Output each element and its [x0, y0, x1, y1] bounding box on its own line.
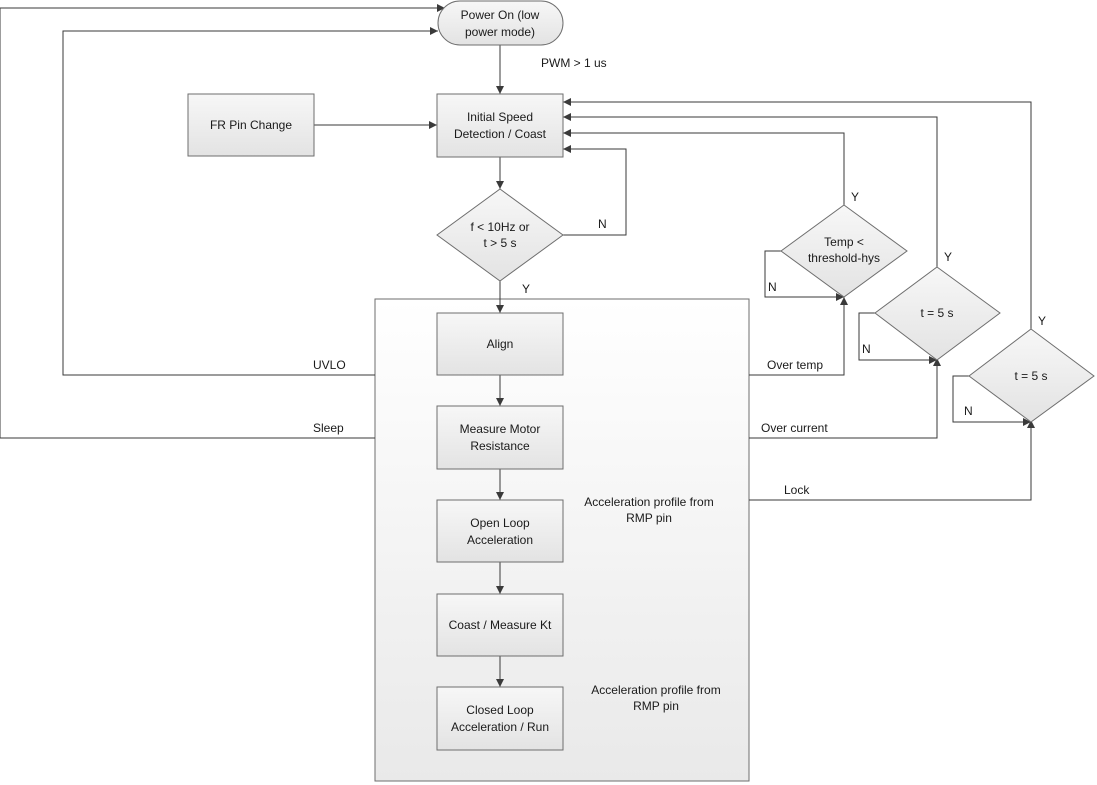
lock-timer-node: t = 5 s — [968, 328, 1095, 423]
power-on-line-2: power mode) — [465, 25, 535, 39]
edge-over-current — [749, 358, 941, 439]
open-loop-line-2: Acceleration — [467, 533, 533, 547]
fr-pin-change-label: FR Pin Change — [210, 118, 292, 132]
temp-decision-node: Temp < threshold-hys — [780, 204, 908, 298]
rmp-note-1-line-2: RMP pin — [626, 511, 672, 525]
edge-oc-no — [858, 312, 937, 364]
overcurrent-timer-node: t = 5 s — [874, 266, 1001, 361]
label-temp-no: N — [768, 280, 777, 294]
edge-lock — [749, 420, 1035, 501]
power-on-node: Power On (low power mode) — [437, 0, 564, 46]
closed-loop-node: Closed Loop Acceleration / Run — [436, 686, 564, 751]
label-lock: Lock — [784, 483, 810, 497]
connectors — [0, 4, 1035, 687]
temp-decision-line-1: Temp < — [824, 235, 864, 249]
freq-decision-line-2: t > 5 s — [483, 236, 516, 250]
rmp-note-2-line-1: Acceleration profile from — [591, 683, 720, 697]
freq-decision-line-1: f < 10Hz or — [470, 220, 529, 234]
overcurrent-timer-label: t = 5 s — [920, 306, 953, 320]
edge-temp-yes — [563, 129, 845, 205]
edge-temp-no — [764, 250, 844, 301]
edge-lock-no — [952, 375, 1031, 426]
temp-decision-line-2: threshold-hys — [808, 251, 880, 265]
edge-sleep — [0, 4, 445, 439]
rmp-note-1-line-1: Acceleration profile from — [584, 495, 713, 509]
edge-freq-no — [563, 145, 627, 236]
edge-oc-yes — [563, 113, 938, 267]
lock-timer-label: t = 5 s — [1014, 369, 1047, 383]
coast-measure-label: Coast / Measure Kt — [449, 618, 552, 632]
label-over-current: Over current — [761, 421, 828, 435]
closed-loop-line-1: Closed Loop — [466, 703, 534, 717]
align-node: Align — [436, 312, 564, 376]
rmp-note-1: Acceleration profile from RMP pin — [584, 495, 713, 525]
rmp-note-2-line-2: RMP pin — [633, 699, 679, 713]
label-lock-yes: Y — [1038, 314, 1046, 328]
initial-speed-line-2: Detection / Coast — [454, 127, 547, 141]
edge-lock-yes — [563, 98, 1032, 329]
edge-uvlo — [62, 27, 438, 376]
freq-decision-node: f < 10Hz or t > 5 s — [436, 188, 564, 282]
closed-loop-line-2: Acceleration / Run — [451, 720, 549, 734]
label-oc-no: N — [862, 342, 871, 356]
label-lock-no: N — [964, 404, 973, 418]
label-over-temp: Over temp — [767, 358, 823, 372]
label-pwm: PWM > 1 us — [541, 56, 607, 70]
open-loop-line-1: Open Loop — [470, 516, 530, 530]
label-freq-no: N — [598, 217, 607, 231]
measure-resistance-line-1: Measure Motor — [460, 422, 541, 436]
edge-over-temp — [749, 297, 848, 376]
open-loop-node: Open Loop Acceleration — [436, 499, 564, 563]
label-uvlo: UVLO — [313, 358, 346, 372]
initial-speed-node: Initial Speed Detection / Coast — [436, 93, 564, 158]
power-on-line-1: Power On (low — [461, 8, 540, 22]
measure-resistance-node: Measure Motor Resistance — [436, 405, 564, 470]
label-temp-yes: Y — [851, 190, 859, 204]
edge-labels: PWM > 1 us N Y UVLO Sleep Over temp Over… — [313, 56, 1046, 497]
coast-measure-node: Coast / Measure Kt — [436, 593, 564, 657]
initial-speed-line-1: Initial Speed — [467, 110, 533, 124]
label-freq-yes: Y — [522, 282, 530, 296]
label-oc-yes: Y — [944, 250, 952, 264]
fr-pin-change-node: FR Pin Change — [187, 93, 315, 157]
align-label: Align — [487, 337, 514, 351]
label-sleep: Sleep — [313, 421, 344, 435]
measure-resistance-line-2: Resistance — [470, 439, 530, 453]
rmp-note-2: Acceleration profile from RMP pin — [591, 683, 720, 713]
